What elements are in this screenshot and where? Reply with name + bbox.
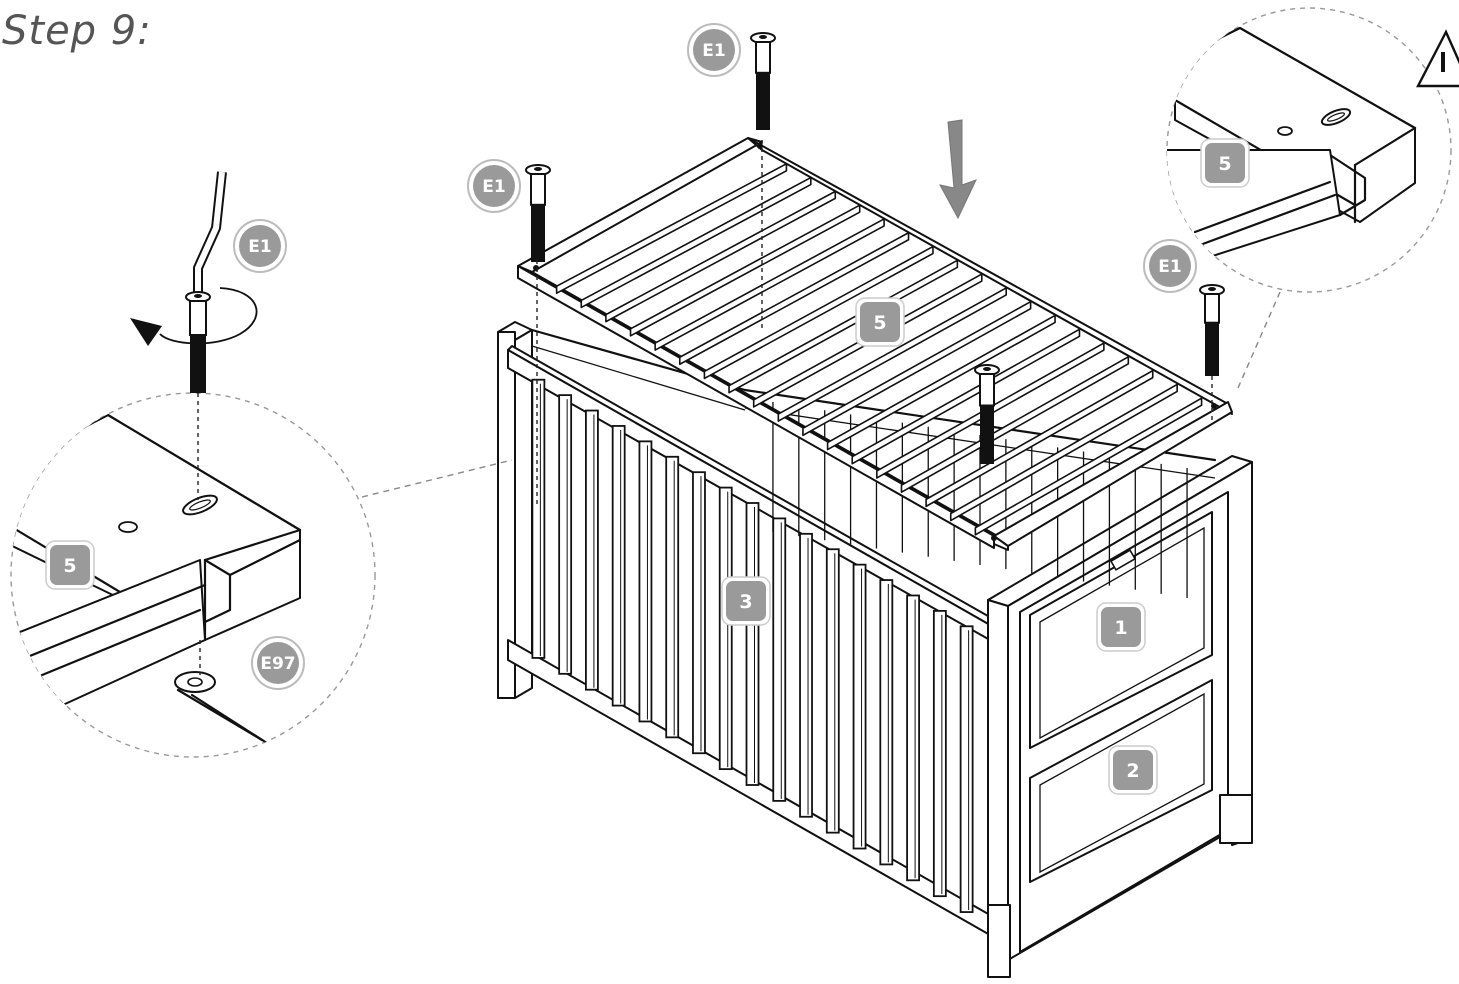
label-part-5-detail-right: 5 xyxy=(1200,138,1250,188)
crib-frame xyxy=(497,321,1253,978)
svg-text:E1: E1 xyxy=(248,237,271,257)
label-e1-allen: E1 xyxy=(233,219,287,273)
detail-circle-right xyxy=(1166,7,1452,293)
warning-icon xyxy=(1416,29,1459,88)
label-e97: E97 xyxy=(251,636,305,690)
slatted-base xyxy=(517,137,1233,551)
down-arrow-icon xyxy=(939,119,977,220)
front-slats xyxy=(531,378,974,913)
svg-text:5: 5 xyxy=(1218,153,1231,175)
label-part-2: 2 xyxy=(1108,745,1158,795)
allen-key-icon xyxy=(193,171,227,295)
bolts xyxy=(525,32,1225,464)
bolt-e1-1 xyxy=(750,32,776,130)
svg-text:3: 3 xyxy=(739,591,752,613)
bolt-icon xyxy=(185,291,211,500)
bolt-e1-2 xyxy=(525,164,551,262)
label-e1-right: E1 xyxy=(1143,239,1197,293)
bolt-e1-4 xyxy=(974,364,1000,464)
svg-text:E1: E1 xyxy=(482,177,505,197)
svg-text:5: 5 xyxy=(873,312,886,334)
svg-text:5: 5 xyxy=(63,555,76,577)
label-part-1: 1 xyxy=(1096,602,1146,652)
step-title: Step 9: xyxy=(2,8,152,54)
svg-text:2: 2 xyxy=(1126,760,1139,782)
detail-circle-left xyxy=(10,392,376,758)
bolt-e1-3 xyxy=(1199,284,1225,376)
svg-text:E97: E97 xyxy=(260,654,295,674)
svg-text:1: 1 xyxy=(1114,617,1127,639)
svg-text:E1: E1 xyxy=(702,41,725,61)
svg-text:E1: E1 xyxy=(1158,257,1181,277)
label-part-3: 3 xyxy=(721,576,771,626)
label-e1-left: E1 xyxy=(467,159,521,213)
rotation-arrow-icon xyxy=(130,287,258,346)
label-e1-top: E1 xyxy=(687,23,741,77)
label-part-5-base: 5 xyxy=(855,297,905,347)
label-part-5-detail-left: 5 xyxy=(45,540,95,590)
